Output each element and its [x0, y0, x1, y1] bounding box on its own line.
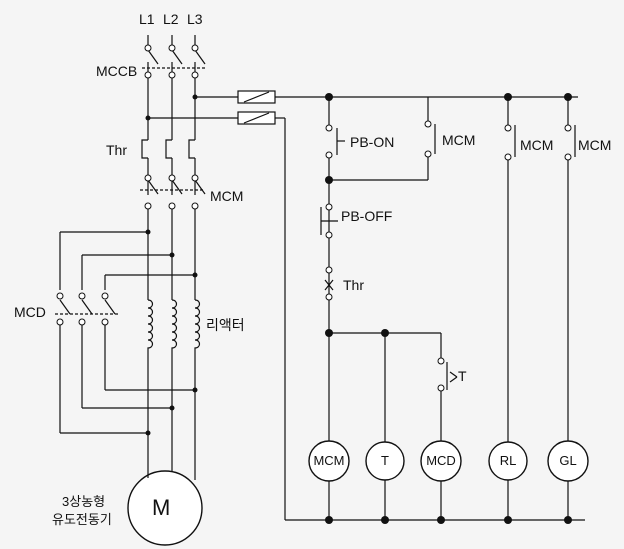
motor-desc-1: 3상농형 [62, 494, 106, 509]
power-lines [147, 35, 196, 470]
mcm-selfhold-label: MCM [442, 132, 476, 148]
mcm-power-label: MCM [210, 188, 244, 204]
thr-label: Thr [106, 142, 127, 158]
coil-label-mcd: MCD [426, 453, 456, 468]
timer-contact-label: T [458, 368, 467, 384]
line-label-l2: L2 [163, 11, 179, 27]
mccb-label: MCCB [96, 63, 138, 79]
mcm-gl-label: MCM [578, 137, 612, 153]
contact-terminals [56, 44, 572, 392]
thr-heaters [141, 139, 195, 159]
reactor-label: 리액터 [206, 317, 245, 333]
control-wiring [320, 97, 576, 520]
reactors [147, 299, 201, 360]
mcd-label: MCD [14, 304, 46, 320]
coil-label-rl: RL [499, 453, 517, 468]
mcd-bypass-wiring [55, 231, 195, 434]
coil-label-gl: GL [559, 453, 577, 468]
junction-dots [145, 93, 572, 524]
motor [127, 470, 203, 546]
motor-desc-2: 유도전동기 [52, 512, 112, 527]
coil-label-t: T [381, 453, 389, 468]
line-label-l3: L3 [187, 11, 203, 27]
motor-symbol: M [152, 495, 171, 520]
pb-off-label: PB-OFF [341, 208, 393, 224]
coils [308, 440, 589, 482]
coil-label-mcm: MCM [313, 453, 345, 468]
mcm-rl-label: MCM [520, 137, 554, 153]
mccb-blades [142, 49, 206, 69]
pb-on-label: PB-ON [350, 134, 395, 150]
thr-contact-label: Thr [343, 277, 364, 293]
line-label-l1: L1 [139, 11, 155, 27]
mcm-power-contacts [140, 179, 206, 195]
